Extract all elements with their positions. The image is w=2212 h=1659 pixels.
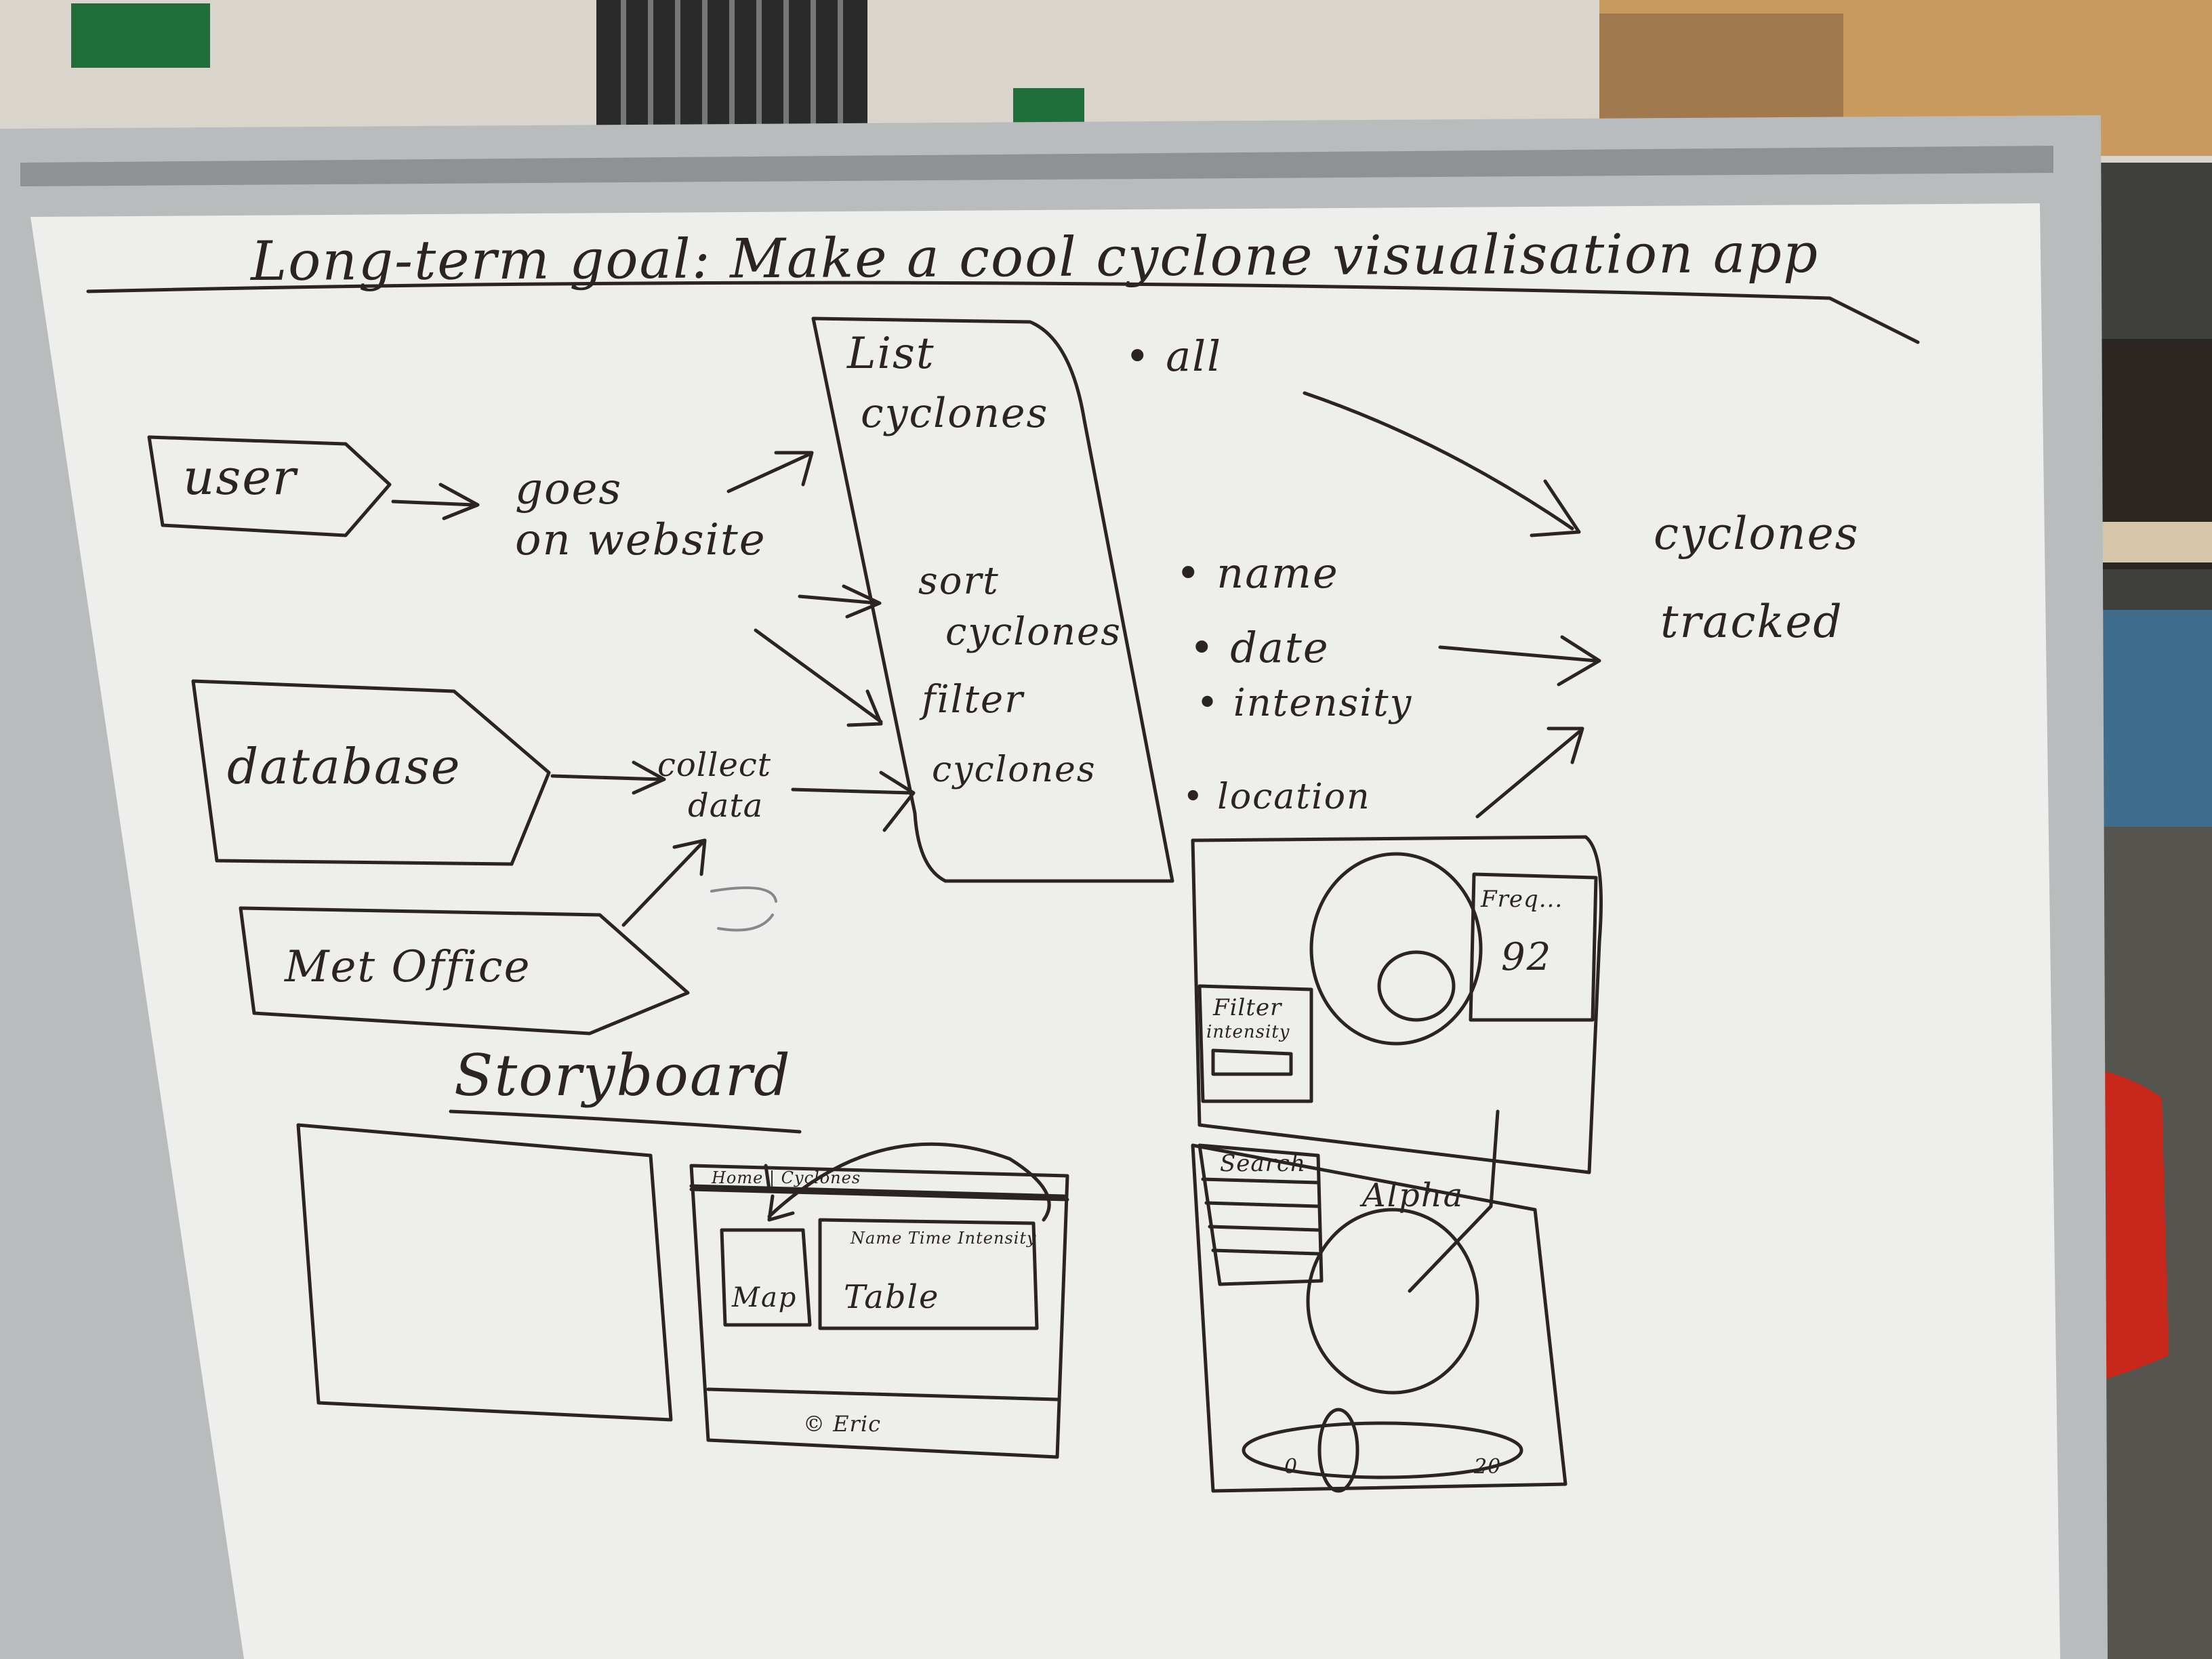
list-label: List <box>847 332 935 375</box>
freq-value: 92 <box>1501 939 1552 977</box>
list-cyclones-label: cyclones <box>861 393 1048 434</box>
on-website-label: on website <box>515 518 766 562</box>
bullet-location: • location <box>1183 779 1371 815</box>
filter-label: filter <box>922 681 1024 719</box>
storyboard-nav: Home | Cyclones <box>712 1170 861 1186</box>
filter-box-sublabel: intensity <box>1206 1023 1290 1041</box>
bullet-name: • name <box>1176 552 1339 594</box>
bullet-intensity: • intensity <box>1196 684 1412 722</box>
user-label: user <box>183 453 297 501</box>
database-label: database <box>227 742 461 791</box>
data-label: data <box>688 790 763 822</box>
met-office-label: Met Office <box>285 945 531 989</box>
storyboard-map-label: Map <box>732 1284 797 1311</box>
storyboard-footer: © Eric <box>803 1413 881 1435</box>
sort-cyclones-label: cyclones <box>945 613 1122 651</box>
alpha-label: Alpha <box>1362 1179 1464 1212</box>
collect-label: collect <box>657 749 771 781</box>
storyboard-table-header: Name Time Intensity <box>851 1230 1037 1246</box>
goes-label: goes <box>515 468 622 511</box>
board-title: Long-term goal: Make a cool cyclone visu… <box>251 226 1819 289</box>
filter-box-label: Filter <box>1213 996 1282 1019</box>
search-label: Search <box>1220 1152 1306 1175</box>
filter-cyclones-label: cyclones <box>932 752 1097 787</box>
bullet-all: • all <box>1125 335 1222 377</box>
slider-min: 0 <box>1284 1457 1298 1477</box>
cyclones-tracked-line2: tracked <box>1660 600 1843 644</box>
bullet-date: • date <box>1189 627 1330 669</box>
storyboard-table-label: Table <box>844 1281 939 1313</box>
freq-label: Freq... <box>1481 888 1563 911</box>
storyboard-heading: Storyboard <box>454 1047 792 1104</box>
slider-max: 20 <box>1474 1457 1501 1477</box>
cyclones-tracked-line1: cyclones <box>1654 512 1860 556</box>
sort-label: sort <box>918 562 1000 600</box>
